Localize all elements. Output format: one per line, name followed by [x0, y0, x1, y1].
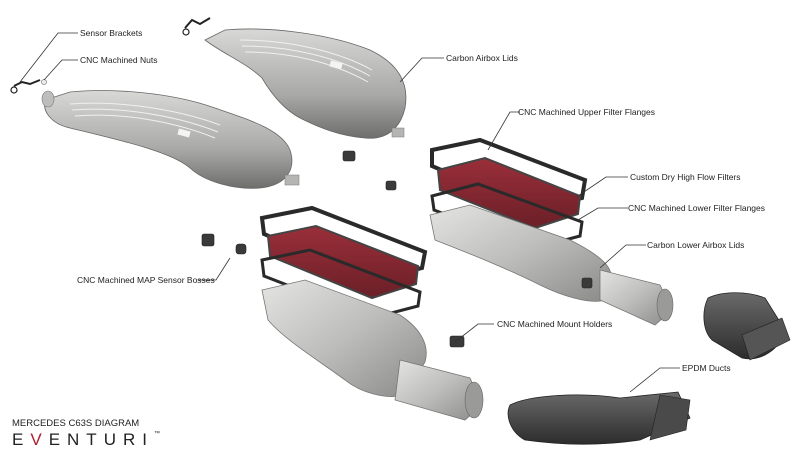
- callout-mount-holders: CNC Machined Mount Holders: [497, 319, 613, 329]
- callout-upper-filter-flanges: CNC Machined Upper Filter Flanges: [518, 107, 655, 117]
- right-filter-stack: [430, 137, 588, 250]
- diagram-title: MERCEDES C63S DIAGRAM: [12, 418, 140, 429]
- epdm-ducts: [507, 292, 791, 445]
- left-airbox-lid: [41, 90, 300, 189]
- logo-prefix: E: [12, 430, 31, 449]
- right-lower-airbox: [429, 204, 674, 326]
- logo-trademark: ™: [153, 431, 160, 437]
- small-hardware: [201, 150, 593, 348]
- callout-carbon-airbox-lids: Carbon Airbox Lids: [446, 53, 518, 63]
- logo-suffix: ENTURI: [48, 430, 154, 449]
- callout-epdm-ducts: EPDM Ducts: [682, 363, 731, 373]
- logo-accent-v: V: [30, 430, 49, 449]
- callout-carbon-lower-airbox-lids: Carbon Lower Airbox Lids: [647, 240, 745, 250]
- callout-lower-filter-flanges: CNC Machined Lower Filter Flanges: [628, 203, 765, 213]
- left-filter-stack: [259, 205, 428, 320]
- callout-sensor-brackets: Sensor Brackets: [80, 28, 143, 38]
- left-lower-airbox: [261, 279, 484, 421]
- right-airbox-lid: [204, 28, 407, 139]
- callout-map-sensor-bosses: CNC Machined MAP Sensor Bosses: [77, 275, 215, 285]
- callout-high-flow-filters: Custom Dry High Flow Filters: [630, 172, 741, 182]
- callout-cnc-machined-nuts: CNC Machined Nuts: [80, 55, 158, 65]
- eventuri-logo: EVENTURI™: [12, 430, 160, 450]
- leader-lines: [19, 32, 680, 393]
